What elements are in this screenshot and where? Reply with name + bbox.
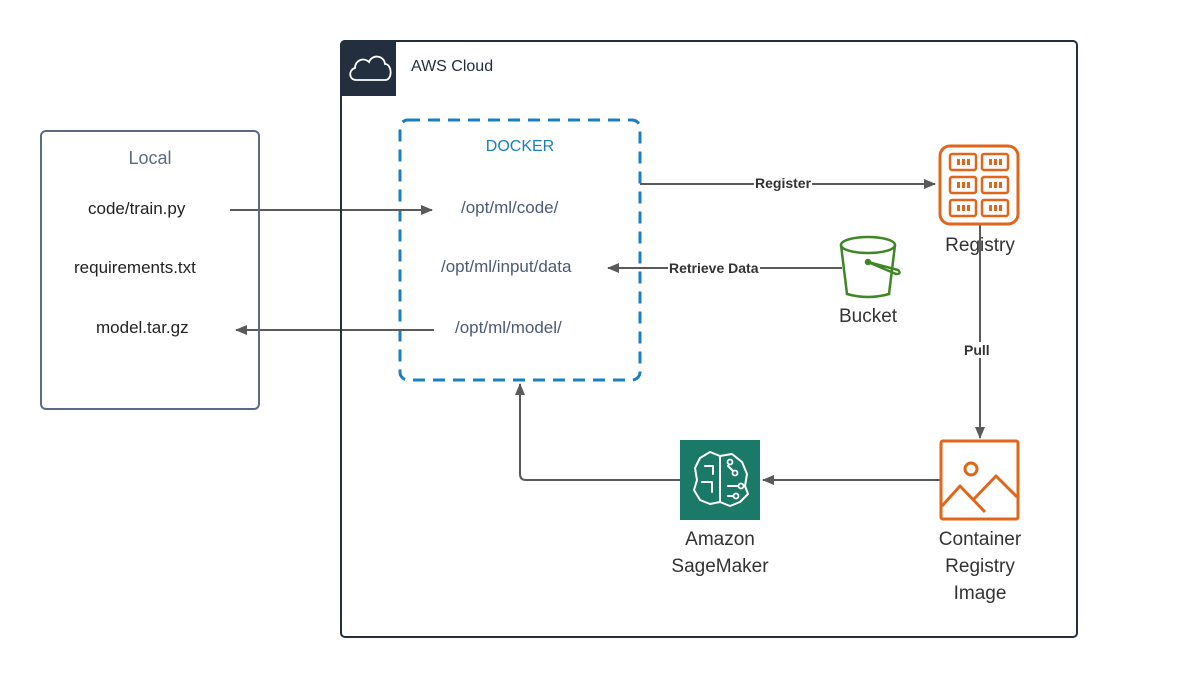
arrow-sagemaker-to-docker — [515, 383, 680, 481]
docker-path-model: /opt/ml/model/ — [455, 318, 562, 337]
edge-label-register: Register — [754, 175, 813, 191]
aws-cloud-title: AWS Cloud — [411, 58, 494, 75]
edge-label-pull: Pull — [963, 342, 991, 358]
container-image-label-line3: Image — [953, 583, 1007, 604]
container-image-label-line1: Container — [938, 529, 1022, 550]
registry-label: Registry — [945, 235, 1015, 256]
local-box — [40, 130, 260, 410]
registry-icon — [938, 144, 1020, 226]
sagemaker-icon — [680, 440, 760, 520]
docker-path-input-data: /opt/ml/input/data — [441, 257, 572, 276]
sagemaker-label-line1: Amazon — [685, 529, 755, 550]
local-item-model-tar: model.tar.gz — [96, 318, 189, 337]
bucket-label: Bucket — [838, 306, 898, 327]
image-icon — [939, 439, 1020, 521]
container-image-label: Container Registry Image — [910, 526, 1050, 607]
sagemaker-label-line2: SageMaker — [671, 556, 769, 577]
local-item-requirements: requirements.txt — [74, 258, 196, 277]
docker-path-code: /opt/ml/code/ — [461, 198, 559, 217]
aws-cloud-boundary — [340, 40, 1078, 638]
docker-title: DOCKER — [485, 138, 555, 155]
container-image-label-line2: Registry — [945, 556, 1015, 577]
local-item-train-py: code/train.py — [88, 199, 186, 218]
local-title: Local — [128, 148, 172, 168]
cloud-icon — [349, 55, 392, 81]
docker-container-box — [398, 118, 642, 382]
sagemaker-label: Amazon SageMaker — [650, 526, 790, 580]
aws-cloud-header — [340, 40, 396, 96]
edge-label-retrieve-data: Retrieve Data — [668, 260, 760, 276]
bucket-icon — [839, 235, 901, 299]
